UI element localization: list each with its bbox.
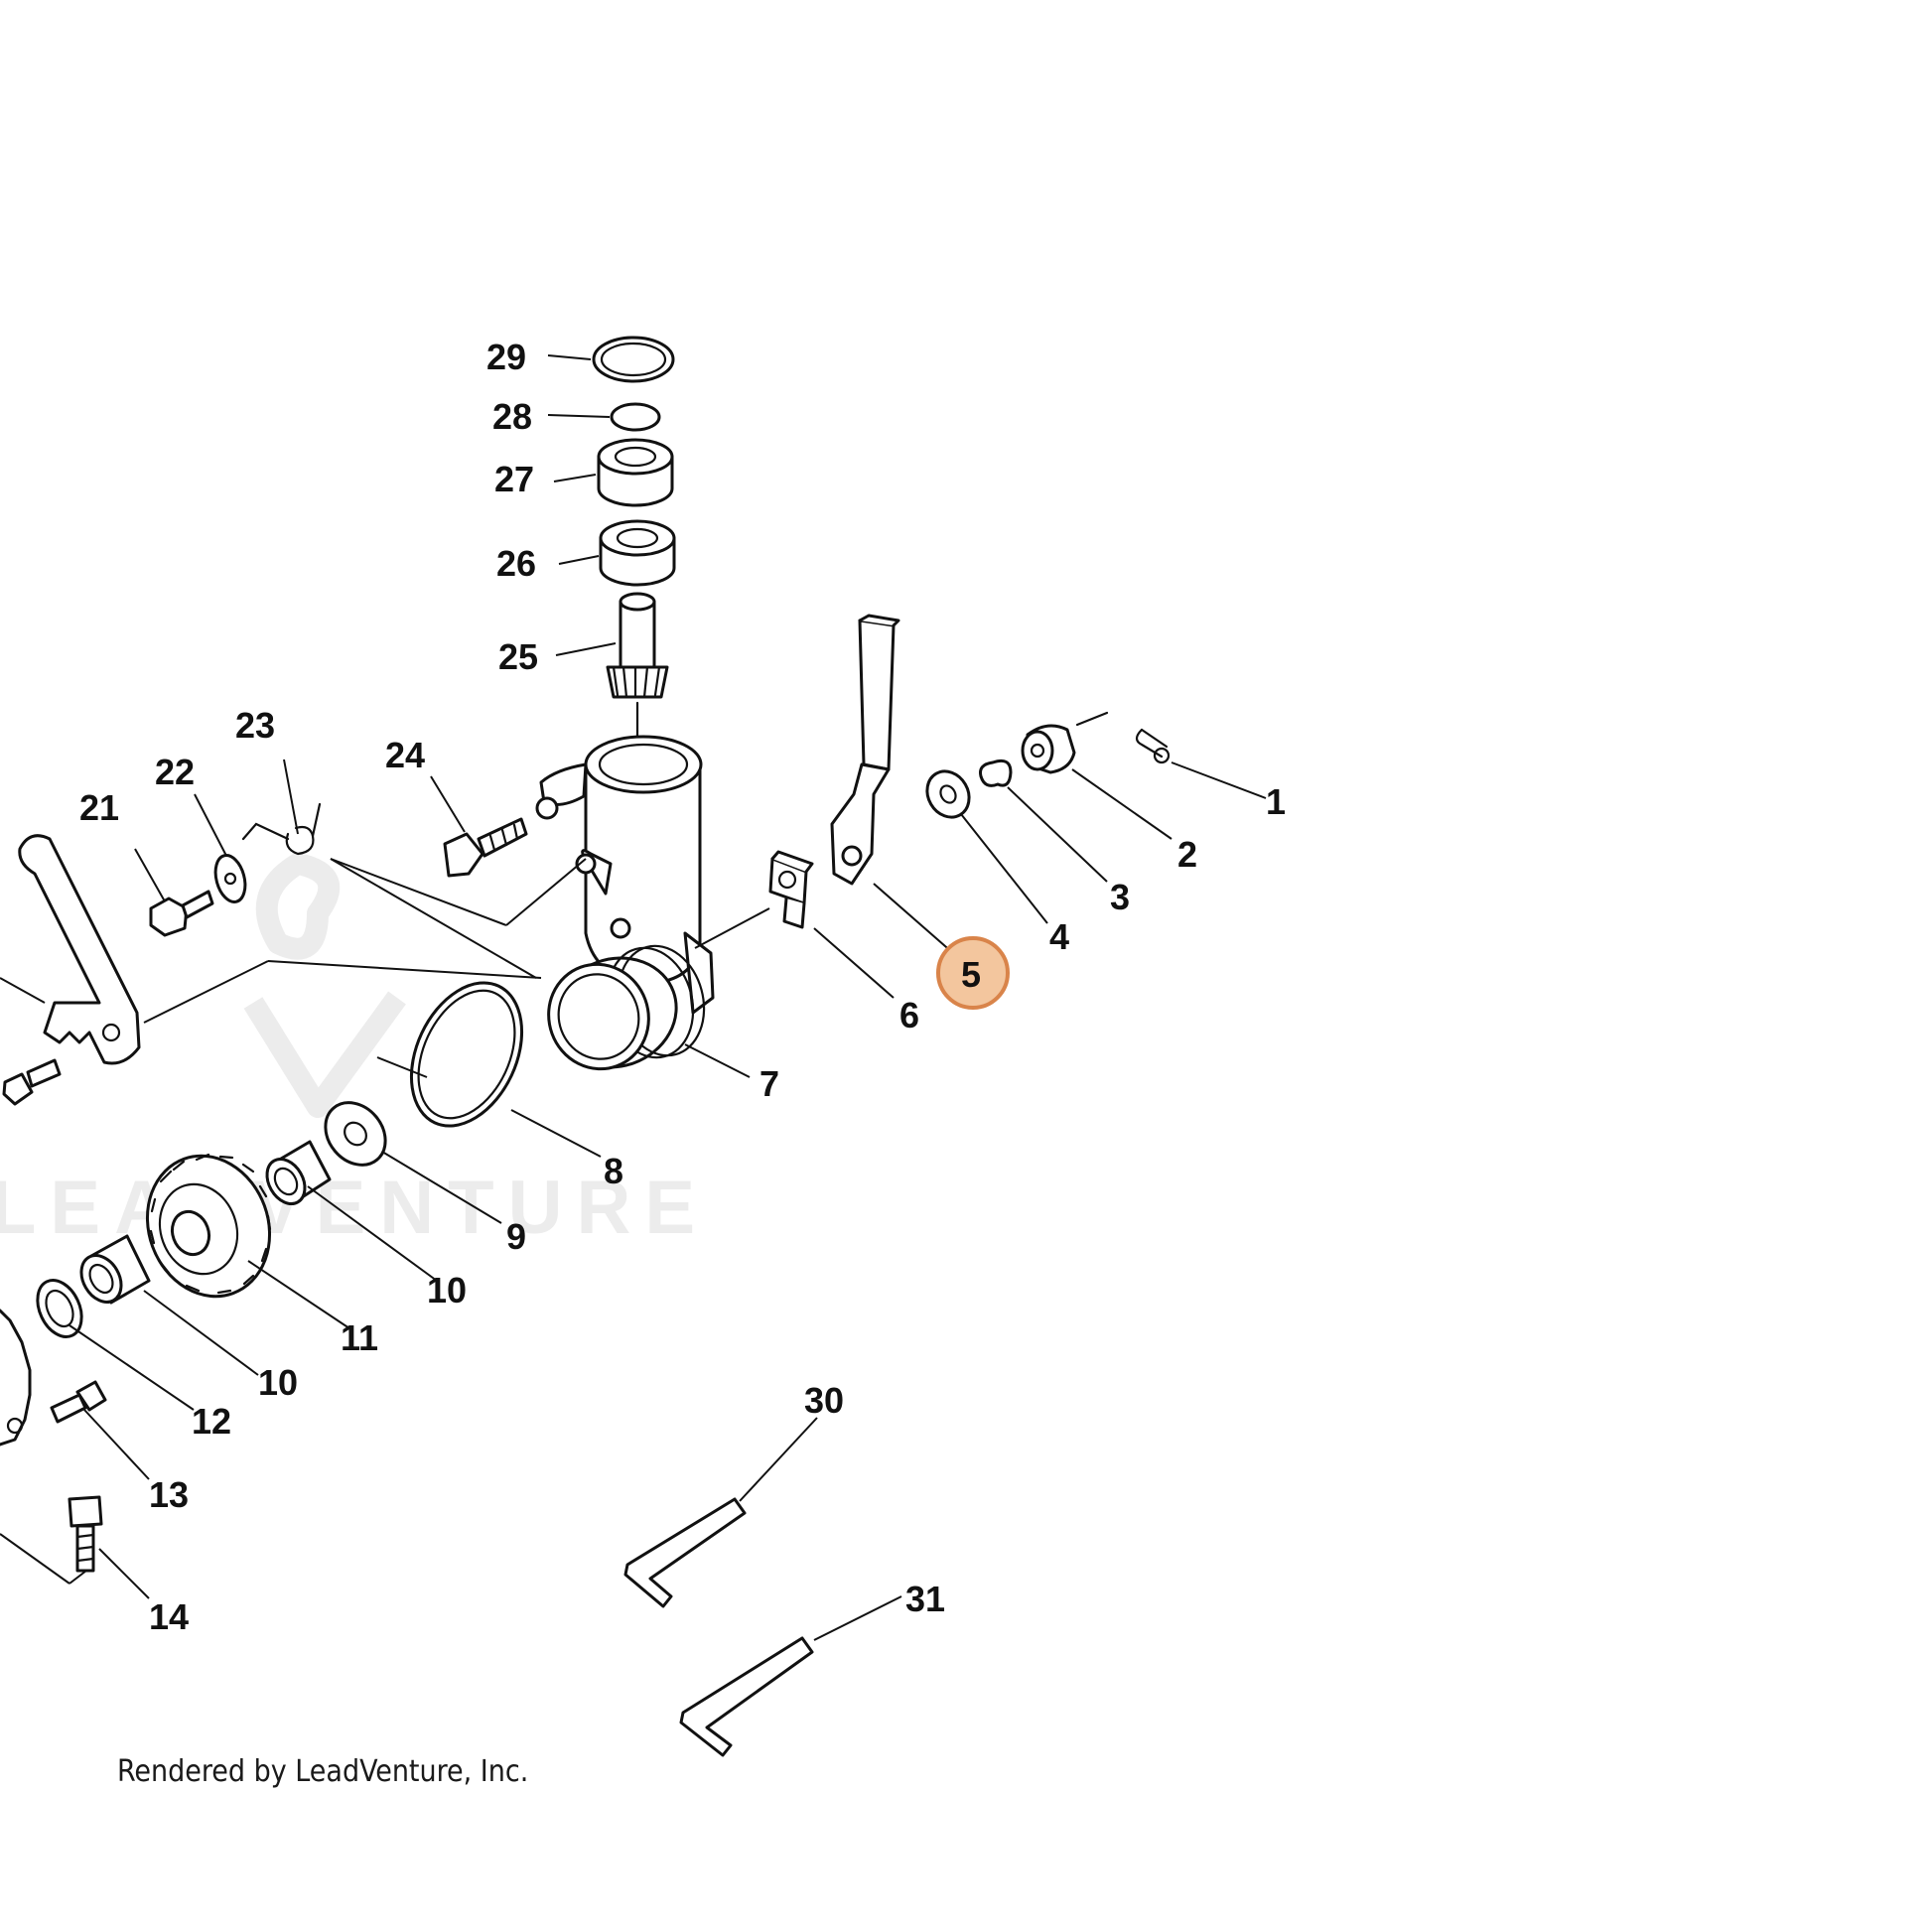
part-29-snap-ring[interactable]: [592, 336, 675, 383]
part-1-cotter-pin[interactable]: [1135, 728, 1171, 764]
callout-12[interactable]: 12: [192, 1401, 231, 1442]
leadventure-watermark: LEADVENTURE: [0, 853, 709, 1250]
part-4-washer[interactable]: [919, 763, 978, 825]
callout-28[interactable]: 28: [492, 396, 532, 437]
watermark-text: LEADVENTURE: [0, 1166, 709, 1250]
callout-21[interactable]: 21: [79, 787, 119, 828]
callout-27[interactable]: 27: [494, 459, 534, 499]
brake-arm[interactable]: [18, 834, 141, 1065]
part-3-e-clip[interactable]: [979, 759, 1013, 787]
callout-30[interactable]: 30: [804, 1380, 844, 1421]
part-2-knob[interactable]: [1021, 711, 1109, 774]
callout-22[interactable]: 22: [155, 752, 195, 792]
part-12-washer[interactable]: [29, 1273, 90, 1343]
shift-lever[interactable]: [830, 614, 900, 886]
callout-25[interactable]: 25: [498, 636, 538, 677]
part-9-thrust-washer[interactable]: [313, 1091, 397, 1177]
callout-29[interactable]: 29: [486, 337, 526, 377]
part-26-bearing[interactable]: [599, 519, 676, 587]
leader-lines: [0, 354, 1267, 1641]
part-10-bushing-upper[interactable]: [259, 1140, 332, 1210]
left-bolt[interactable]: [2, 1058, 62, 1106]
part-28-circlip[interactable]: [610, 402, 661, 432]
callout-11[interactable]: 11: [341, 1317, 378, 1358]
part-23-spring-clip[interactable]: [241, 802, 322, 856]
part-24-bolt[interactable]: [443, 817, 528, 878]
callout-23[interactable]: 23: [235, 705, 275, 746]
sprocket-fragment[interactable]: [0, 1309, 32, 1447]
callout-26[interactable]: 26: [496, 543, 536, 584]
part-8-o-ring[interactable]: [390, 965, 544, 1144]
callout-10-lower[interactable]: 10: [258, 1362, 298, 1403]
callout-5[interactable]: 5: [961, 954, 981, 995]
part-31-hex-key[interactable]: [679, 1636, 814, 1757]
callout-2[interactable]: 2: [1177, 834, 1197, 875]
part-14-bolt[interactable]: [68, 1495, 103, 1573]
callout-13[interactable]: 13: [149, 1474, 189, 1515]
part-27-bearing[interactable]: [597, 438, 674, 507]
callout-10-upper[interactable]: 10: [427, 1270, 467, 1311]
part-10-bushing-lower[interactable]: [73, 1234, 151, 1310]
part-21-nut[interactable]: [149, 890, 214, 937]
part-11-bevel-gear[interactable]: [128, 1139, 289, 1313]
callout-3[interactable]: 3: [1110, 877, 1130, 917]
callout-24[interactable]: 24: [385, 735, 425, 775]
callout-4[interactable]: 4: [1049, 916, 1069, 957]
part-25-pinion-shaft[interactable]: [606, 592, 669, 757]
part-30-hex-key[interactable]: [623, 1497, 747, 1608]
callout-labels: 1 2 3 4 5 6 7 8 9 10 10 11 12 13 14 21 2…: [79, 337, 1286, 1637]
part-13-screw[interactable]: [50, 1380, 107, 1424]
callout-9[interactable]: 9: [506, 1216, 526, 1257]
part-6-lever-key[interactable]: [768, 850, 814, 929]
callout-31[interactable]: 31: [905, 1579, 945, 1619]
part-22-washer[interactable]: [210, 852, 249, 905]
render-credit: Rendered by LeadVenture, Inc.: [117, 1754, 528, 1789]
part-7-gear-housing[interactable]: [534, 735, 716, 1084]
callout-7[interactable]: 7: [759, 1063, 779, 1104]
callout-6[interactable]: 6: [899, 995, 919, 1035]
callout-14[interactable]: 14: [149, 1596, 189, 1637]
highlighted-callout-marker[interactable]: [936, 936, 1010, 1010]
callout-8[interactable]: 8: [604, 1151, 623, 1191]
callout-1[interactable]: 1: [1266, 781, 1286, 822]
